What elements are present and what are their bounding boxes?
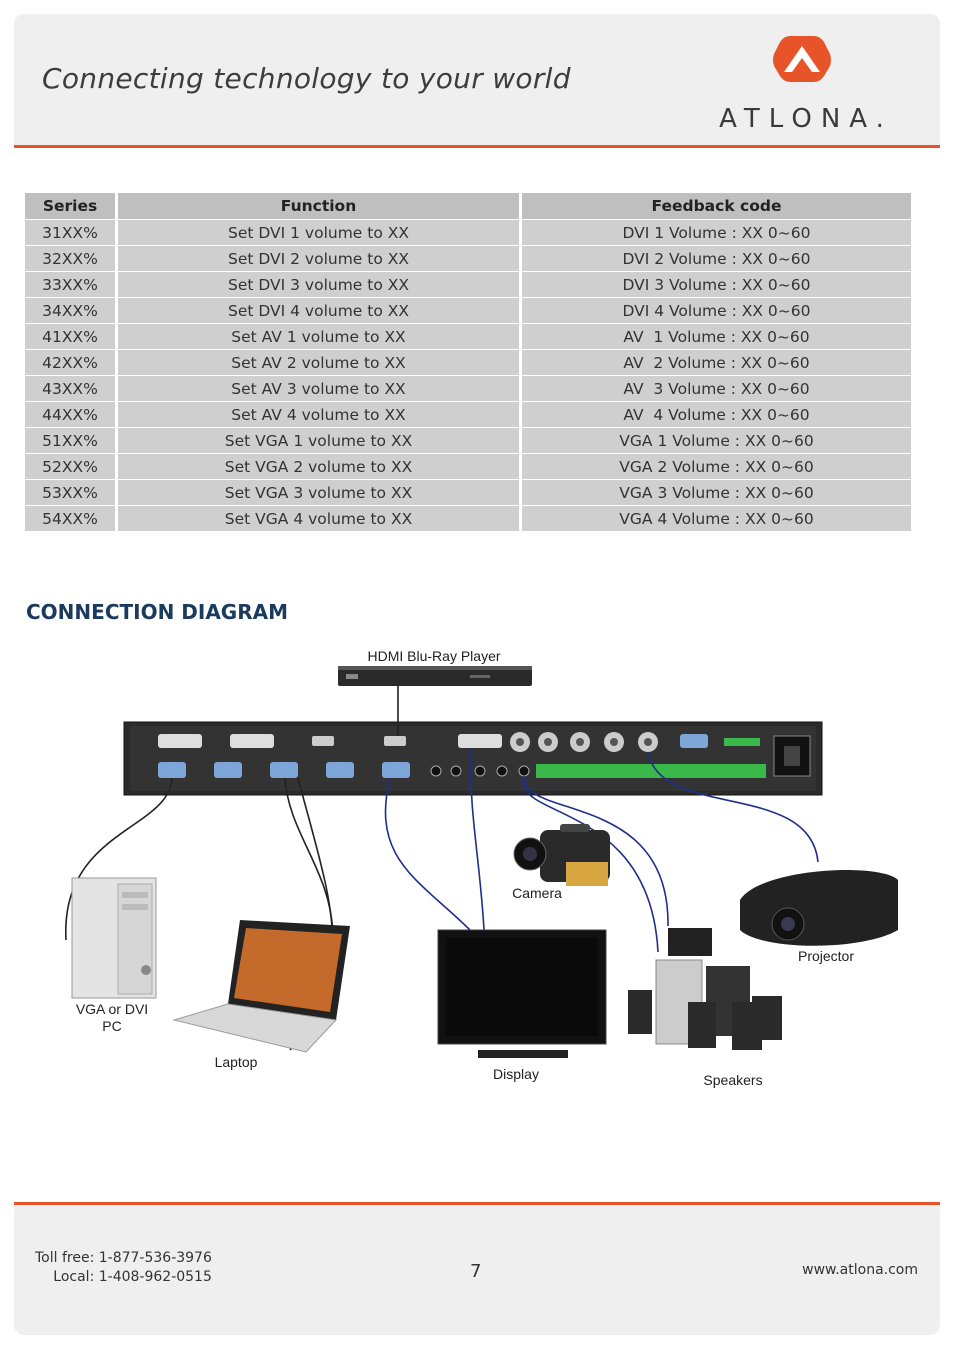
contact-info: Toll free: 1-877-536-3976 Local: 1-408-9… (35, 1249, 212, 1287)
table-header-row: Series Function Feedback code (25, 193, 911, 220)
label-projector: Projector (797, 948, 855, 964)
cell-function: Set DVI 4 volume to XX (118, 298, 522, 324)
cell-function: Set VGA 4 volume to XX (118, 506, 522, 532)
cell-series: 44XX% (25, 402, 118, 428)
logo-wordmark: ATLONA. (719, 104, 893, 134)
speakers-icon (628, 928, 782, 1050)
cell-series: 51XX% (25, 428, 118, 454)
atlona-logo-icon (773, 36, 831, 82)
cell-function: Set AV 3 volume to XX (118, 376, 522, 402)
label-camera: Camera (512, 885, 562, 901)
cell-function: Set AV 4 volume to XX (118, 402, 522, 428)
header-feedback-code: Feedback code (522, 193, 911, 220)
diagram-illustration (65, 666, 898, 1058)
cell-feedback-code: DVI 1 Volume : XX 0~60 (522, 220, 911, 246)
page-footer (14, 1205, 940, 1335)
cell-function: Set DVI 3 volume to XX (118, 272, 522, 298)
cell-feedback-code: AV 1 Volume : XX 0~60 (522, 324, 911, 350)
cell-feedback-code: VGA 4 Volume : XX 0~60 (522, 506, 911, 532)
display-icon (437, 929, 607, 1058)
label-pc: VGA or DVI PC (75, 1001, 149, 1034)
local-number: Local: 1-408-962-0515 (53, 1269, 212, 1285)
command-table: Series Function Feedback code 31XX%Set D… (25, 193, 911, 532)
cell-series: 31XX% (25, 220, 118, 246)
header-divider (14, 145, 940, 148)
bluray-player-icon (338, 666, 532, 686)
cell-feedback-code: DVI 4 Volume : XX 0~60 (522, 298, 911, 324)
header-function: Function (118, 193, 522, 220)
projector-icon (740, 869, 898, 946)
pc-tower-icon (71, 877, 157, 999)
cell-feedback-code: DVI 3 Volume : XX 0~60 (522, 272, 911, 298)
cell-function: Set VGA 3 volume to XX (118, 480, 522, 506)
switcher-rear-panel-icon (123, 721, 823, 796)
cell-series: 43XX% (25, 376, 118, 402)
cables-icon (65, 686, 819, 1051)
label-bluray: HDMI Blu-Ray Player (367, 648, 501, 664)
section-title: CONNECTION DIAGRAM (26, 600, 289, 624)
cell-function: Set DVI 1 volume to XX (118, 220, 522, 246)
cell-feedback-code: VGA 3 Volume : XX 0~60 (522, 480, 911, 506)
cell-function: Set AV 1 volume to XX (118, 324, 522, 350)
cell-feedback-code: AV 4 Volume : XX 0~60 (522, 402, 911, 428)
cell-feedback-code: VGA 2 Volume : XX 0~60 (522, 454, 911, 480)
cell-series: 54XX% (25, 506, 118, 532)
cell-series: 41XX% (25, 324, 118, 350)
connection-diagram: HDMI Blu-Ray Player Camera Projector VGA… (0, 640, 954, 1110)
header-series: Series (25, 193, 118, 220)
cell-series: 53XX% (25, 480, 118, 506)
label-display: Display (493, 1066, 539, 1082)
footer-divider (14, 1202, 940, 1205)
toll-free-number: Toll free: 1-877-536-3976 (35, 1250, 212, 1266)
label-laptop: Laptop (214, 1054, 258, 1070)
cell-function: Set VGA 2 volume to XX (118, 454, 522, 480)
laptop-icon (172, 920, 350, 1053)
camera-icon (513, 824, 610, 886)
cell-series: 52XX% (25, 454, 118, 480)
cell-series: 42XX% (25, 350, 118, 376)
cell-series: 33XX% (25, 272, 118, 298)
cell-feedback-code: DVI 2 Volume : XX 0~60 (522, 246, 911, 272)
cell-function: Set AV 2 volume to XX (118, 350, 522, 376)
cell-function: Set VGA 1 volume to XX (118, 428, 522, 454)
page-number: 7 (470, 1261, 482, 1282)
website-link[interactable]: www.atlona.com (802, 1262, 918, 1278)
tagline: Connecting technology to your world (42, 62, 571, 95)
cell-feedback-code: AV 3 Volume : XX 0~60 (522, 376, 911, 402)
cell-series: 32XX% (25, 246, 118, 272)
label-speakers: Speakers (703, 1072, 763, 1088)
cell-feedback-code: AV 2 Volume : XX 0~60 (522, 350, 911, 376)
cell-function: Set DVI 2 volume to XX (118, 246, 522, 272)
atlona-logo: ATLONA. (696, 34, 916, 138)
cell-feedback-code: VGA 1 Volume : XX 0~60 (522, 428, 911, 454)
cell-series: 34XX% (25, 298, 118, 324)
